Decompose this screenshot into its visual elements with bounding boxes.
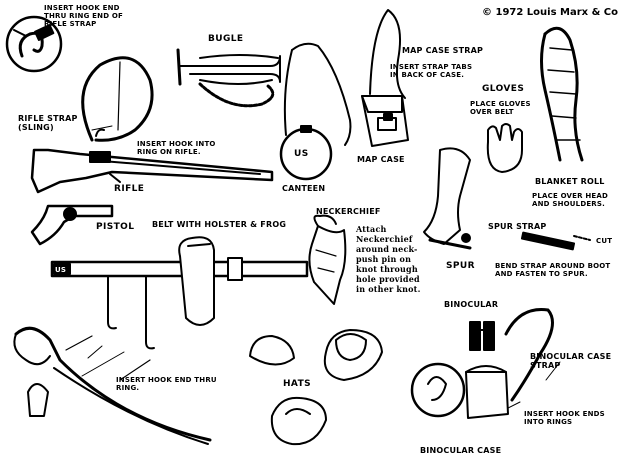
label-binocular-case-strap: BINOCULAR CASE STRAP — [530, 352, 612, 370]
label-rifle-strap: RIFLE STRAP (SLING) — [18, 114, 78, 132]
copyright: © 1972 Louis Marx & Co — [482, 7, 618, 18]
label-attach-neckerchief: Attach Neckerchief around neck- push pin… — [356, 224, 421, 294]
label-belt: BELT WITH HOLSTER & FROG — [152, 220, 287, 229]
label-insert-strap-tabs: INSERT STRAP TABS IN BACK OF CASE. — [390, 63, 473, 79]
label-insert-hook-top: INSERT HOOK END THRU RING END OF RIFLE S… — [44, 4, 124, 28]
label-insert-hook-ring: INSERT HOOK INTO RING ON RIFLE. — [137, 140, 216, 156]
label-gloves: GLOVES — [482, 84, 525, 94]
spur-strap-illustration — [520, 231, 591, 251]
hook-inset-illustration — [5, 15, 63, 73]
canteen-us-mark: US — [294, 149, 309, 159]
label-canteen: CANTEEN — [282, 184, 326, 193]
bugle-illustration — [176, 48, 281, 108]
label-place-over-head: PLACE OVER HEAD AND SHOULDERS. — [532, 192, 609, 208]
label-pistol: PISTOL — [96, 222, 135, 232]
hats-illustration — [249, 329, 383, 446]
binocular-case-illustration — [410, 308, 554, 419]
sword-illustration — [13, 326, 212, 445]
map-case-illustration — [361, 9, 409, 147]
label-spur-strap: SPUR STRAP — [488, 222, 547, 231]
label-neckerchief: NECKERCHIEF — [316, 207, 381, 216]
belt-illustration — [50, 236, 309, 350]
label-cut: CUT — [596, 237, 613, 245]
label-bend-strap: BEND STRAP AROUND BOOT AND FASTEN TO SPU… — [495, 262, 611, 278]
label-insert-hook-thru-ring: INSERT HOOK END THRU RING. — [116, 376, 217, 392]
label-hats: HATS — [283, 379, 312, 389]
label-binocular: BINOCULAR — [444, 300, 499, 309]
pointer-lines — [81, 125, 561, 409]
pistol-illustration — [30, 204, 114, 246]
label-bugle: BUGLE — [208, 34, 244, 44]
label-rifle: RIFLE — [114, 184, 145, 194]
label-map-case: MAP CASE — [357, 155, 405, 164]
spur-illustration — [423, 147, 472, 250]
canteen-illustration — [279, 42, 352, 181]
belt-plate-us: US — [55, 266, 67, 274]
label-spur: SPUR — [446, 261, 475, 271]
label-insert-hook-ends: INSERT HOOK ENDS INTO RINGS — [524, 410, 605, 426]
rifle-strap-illustration — [81, 56, 154, 142]
label-place-gloves: PLACE GLOVES OVER BELT — [470, 100, 531, 116]
label-map-case-strap: MAP CASE STRAP — [402, 46, 484, 55]
label-binocular-case: BINOCULAR CASE — [420, 446, 502, 455]
label-blanket-roll: BLANKET ROLL — [535, 177, 605, 186]
gloves-illustration — [486, 123, 523, 173]
neckerchief-illustration — [308, 214, 347, 305]
blanket-roll-illustration — [540, 26, 584, 162]
rifle-illustration — [30, 148, 274, 194]
binocular-illustration — [469, 321, 495, 351]
